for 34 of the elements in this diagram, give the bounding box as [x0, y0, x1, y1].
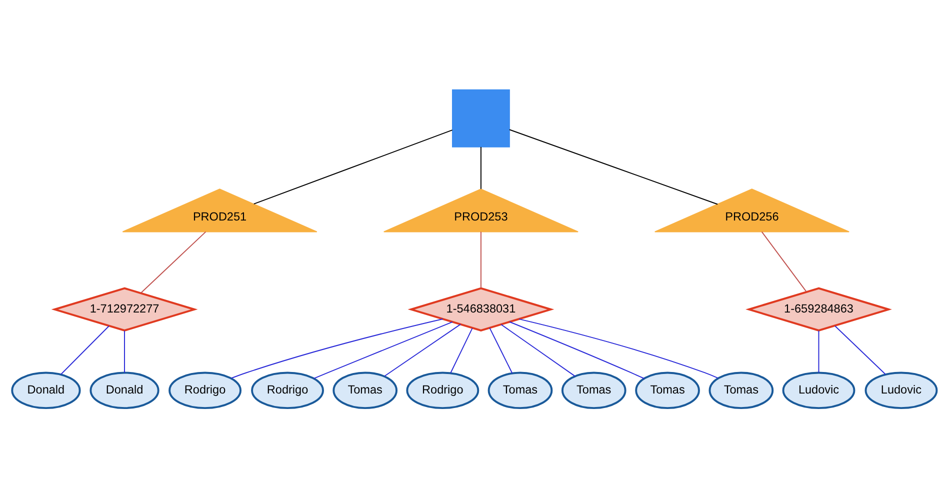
connector — [253, 129, 453, 204]
node-ellipse: Tomas — [488, 371, 553, 409]
connector — [508, 128, 718, 204]
node-diamond: 1-659284863 — [746, 286, 892, 332]
node-ellipse: Donald — [11, 371, 81, 409]
connector — [313, 320, 453, 378]
connector — [834, 325, 886, 374]
connector — [384, 323, 461, 376]
node-diamond: 1-712972277 — [51, 286, 198, 332]
connector — [140, 230, 206, 293]
node-ellipse: Ludovic — [782, 371, 856, 409]
node-box — [452, 88, 510, 147]
node-ellipse: Donald — [90, 371, 160, 409]
connector — [818, 330, 820, 373]
connector — [761, 230, 807, 292]
node-diamond: 1-546838031 — [408, 286, 554, 332]
node-ellipse: Tomas — [708, 371, 774, 409]
connector — [489, 326, 513, 374]
connector — [60, 325, 110, 374]
connector — [124, 330, 125, 373]
node-ellipse: Tomas — [635, 371, 700, 409]
node-ellipse: Ludovic — [864, 371, 938, 409]
connector — [480, 230, 482, 288]
node-ellipse: Rodrigo — [251, 371, 324, 409]
connector — [480, 146, 482, 189]
node-ellipse: Rodrigo — [168, 371, 242, 409]
connector — [230, 318, 444, 378]
node-ellipse: Tomas — [332, 371, 398, 409]
connector — [500, 324, 576, 376]
connector — [450, 327, 473, 373]
connector — [509, 320, 645, 378]
node-ellipse: Tomas — [561, 371, 626, 409]
node-ellipse: Rodrigo — [406, 371, 480, 409]
connector — [518, 318, 718, 378]
